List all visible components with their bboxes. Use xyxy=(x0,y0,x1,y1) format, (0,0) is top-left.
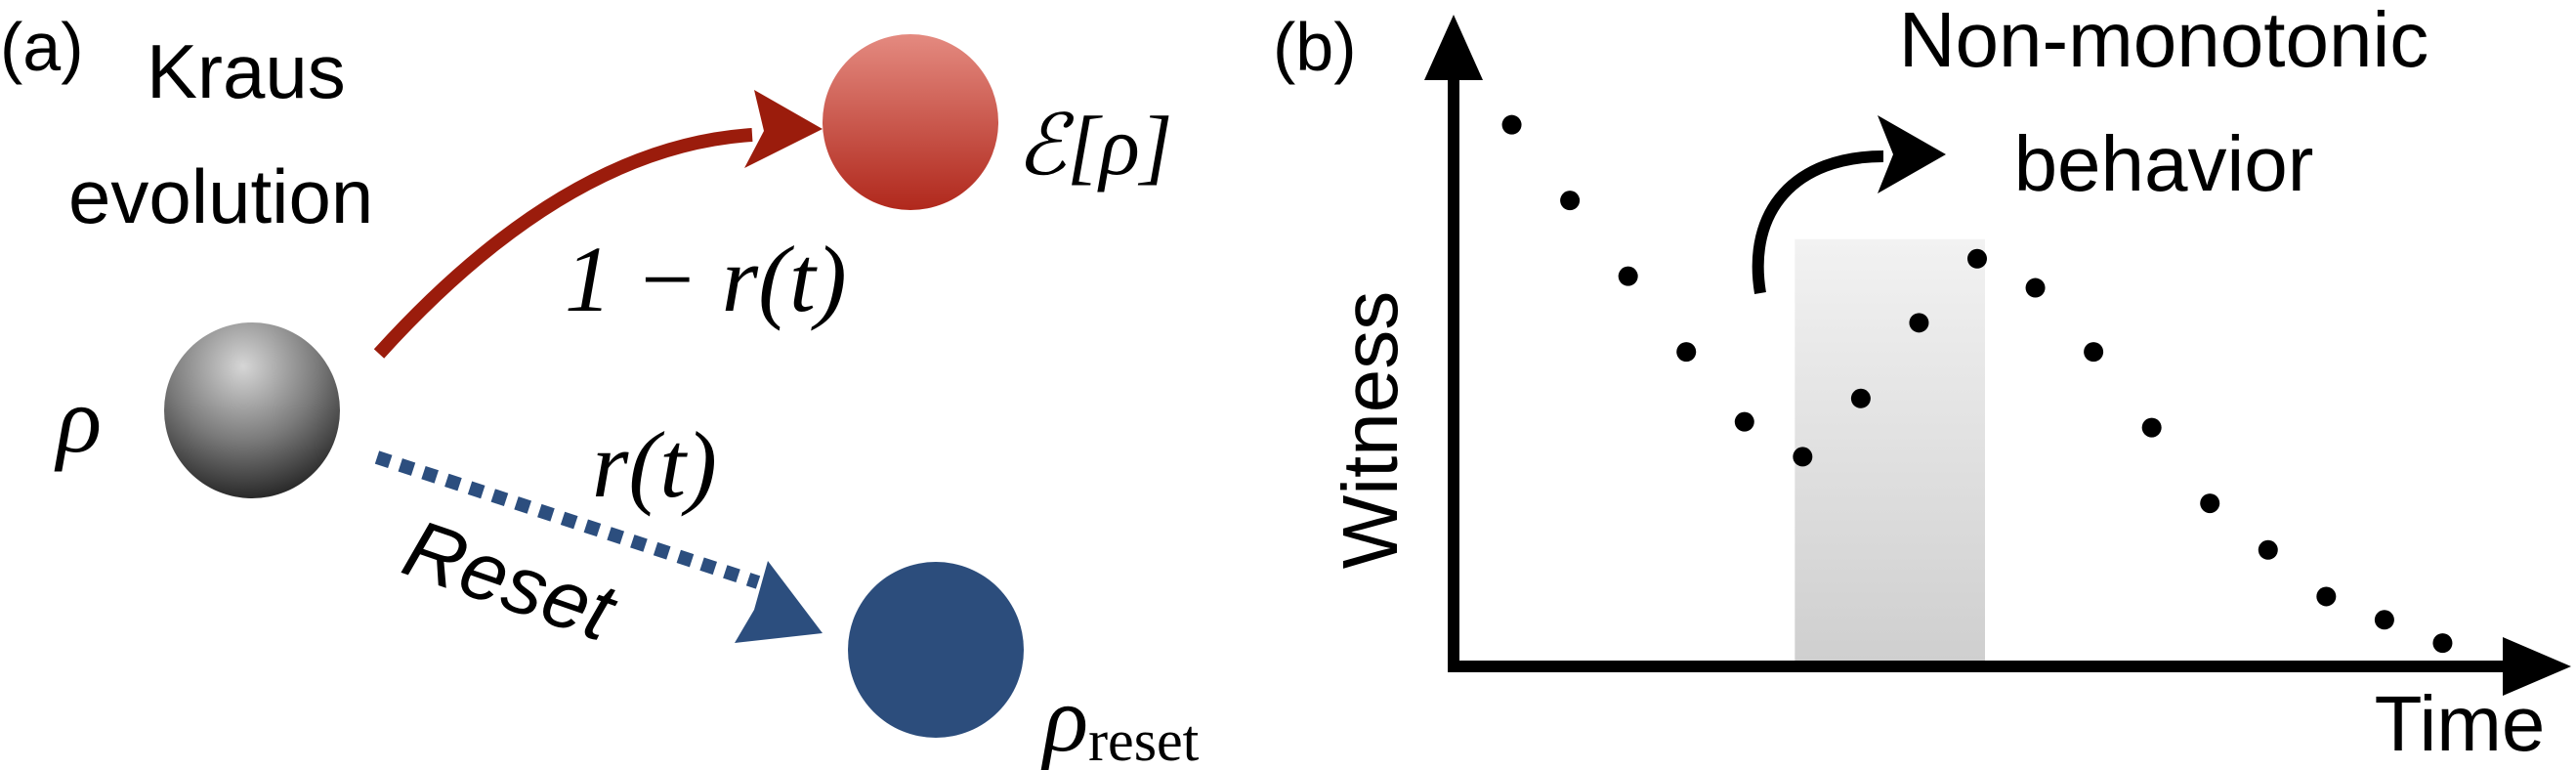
panel-b: (b) Witness Time Non-monotonic behavior xyxy=(1273,0,2571,767)
data-point-3 xyxy=(1618,266,1638,286)
reset-state-base: ρ xyxy=(1040,666,1088,770)
reset-arrow-line xyxy=(374,450,761,589)
data-point-1 xyxy=(1501,114,1522,135)
data-point-17 xyxy=(2432,633,2453,654)
reset-prob-label: r(t) xyxy=(592,412,717,517)
panel-b-label: (b) xyxy=(1273,9,1357,85)
data-point-16 xyxy=(2374,610,2394,630)
kraus-prob-label: 1 − r(t) xyxy=(565,227,847,331)
data-point-11 xyxy=(2084,342,2104,363)
data-point-6 xyxy=(1793,447,1813,467)
data-point-7 xyxy=(1850,388,1871,408)
kraus-output-node xyxy=(823,34,998,210)
data-point-5 xyxy=(1734,411,1754,432)
reset-state-sub: reset xyxy=(1088,708,1200,770)
data-point-4 xyxy=(1676,342,1697,363)
data-point-8 xyxy=(1909,313,1929,333)
annotation-line2: behavior xyxy=(2014,120,2314,207)
panel-a-title-line2: evolution xyxy=(68,153,373,239)
data-point-12 xyxy=(2141,417,2162,438)
rho-label: ρ xyxy=(54,367,102,472)
panel-a-label: (a) xyxy=(0,9,84,85)
reset-arrow-head xyxy=(735,561,823,643)
annotation-line1: Non-monotonic xyxy=(1899,0,2429,83)
data-point-14 xyxy=(2258,539,2278,560)
reset-node xyxy=(848,562,1024,738)
non-monotonic-highlight xyxy=(1795,238,1985,661)
kraus-arrow-line xyxy=(373,128,753,359)
kraus-output-label: ℰ[ρ] xyxy=(1016,99,1172,192)
annotation-arrow-head xyxy=(1878,115,1946,193)
data-point-13 xyxy=(2200,493,2220,514)
panel-a-title-line1: Kraus xyxy=(147,28,346,114)
panel-a: (a) Kraus evolution ρ ℰ[ρ] 1 − r(t) r(t)… xyxy=(0,9,1200,770)
kraus-arrow-head xyxy=(744,90,823,168)
data-point-15 xyxy=(2316,586,2337,607)
x-axis-label: Time xyxy=(2375,680,2546,767)
annotation-arrow-line xyxy=(1752,150,1884,294)
rho-node xyxy=(164,322,340,498)
data-point-2 xyxy=(1560,191,1581,211)
data-point-10 xyxy=(2025,278,2046,298)
reset-state-label: ρreset xyxy=(1040,666,1200,770)
y-axis-label: Witness xyxy=(1327,291,1414,570)
y-axis-arrow-head xyxy=(1424,15,1483,80)
data-point-9 xyxy=(1967,248,1987,269)
x-axis-arrow-head xyxy=(2503,637,2571,696)
data-points xyxy=(1501,114,2453,654)
